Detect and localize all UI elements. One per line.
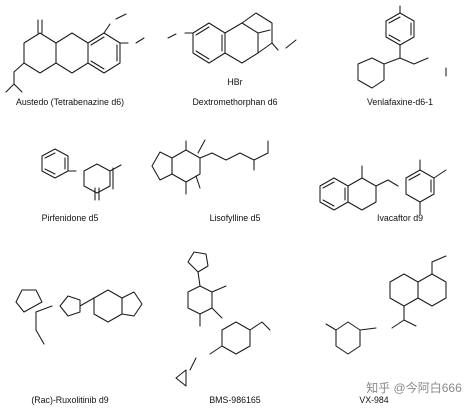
structure-pirfenidone bbox=[41, 148, 122, 201]
structure-ruxolitinib bbox=[15, 289, 143, 345]
caption-ivacaftor: Ivacaftor d9 bbox=[377, 213, 423, 223]
caption-venlafaxine: Venlafaxine-d6-1 bbox=[367, 97, 433, 107]
caption-bms986165: BMS-986165 bbox=[209, 395, 260, 405]
structure-bms986165 bbox=[175, 251, 271, 387]
structure-ivacaftor bbox=[319, 159, 447, 215]
caption-lisofylline: Lisofylline d5 bbox=[210, 213, 261, 223]
watermark-text: 知乎 @今阿白666 bbox=[366, 380, 462, 395]
structure-dextromethorphan bbox=[167, 12, 297, 64]
caption-pirfenidone: Pirfenidone d5 bbox=[42, 213, 99, 223]
salt-label-hbr: HBr bbox=[227, 77, 242, 87]
caption-vx984: VX-984 bbox=[359, 395, 388, 405]
structure-venlafaxine bbox=[357, 5, 447, 89]
caption-dextromethorphan: Dextromethorphan d6 bbox=[192, 97, 277, 107]
structure-austedo bbox=[5, 13, 145, 93]
structure-lisofylline bbox=[151, 139, 269, 195]
caption-ruxolitinib: (Rac)-Ruxolitinib d9 bbox=[31, 395, 108, 405]
structure-vx984 bbox=[325, 255, 447, 355]
caption-austedo: Austedo (Tetrabenazine d6) bbox=[16, 97, 124, 107]
